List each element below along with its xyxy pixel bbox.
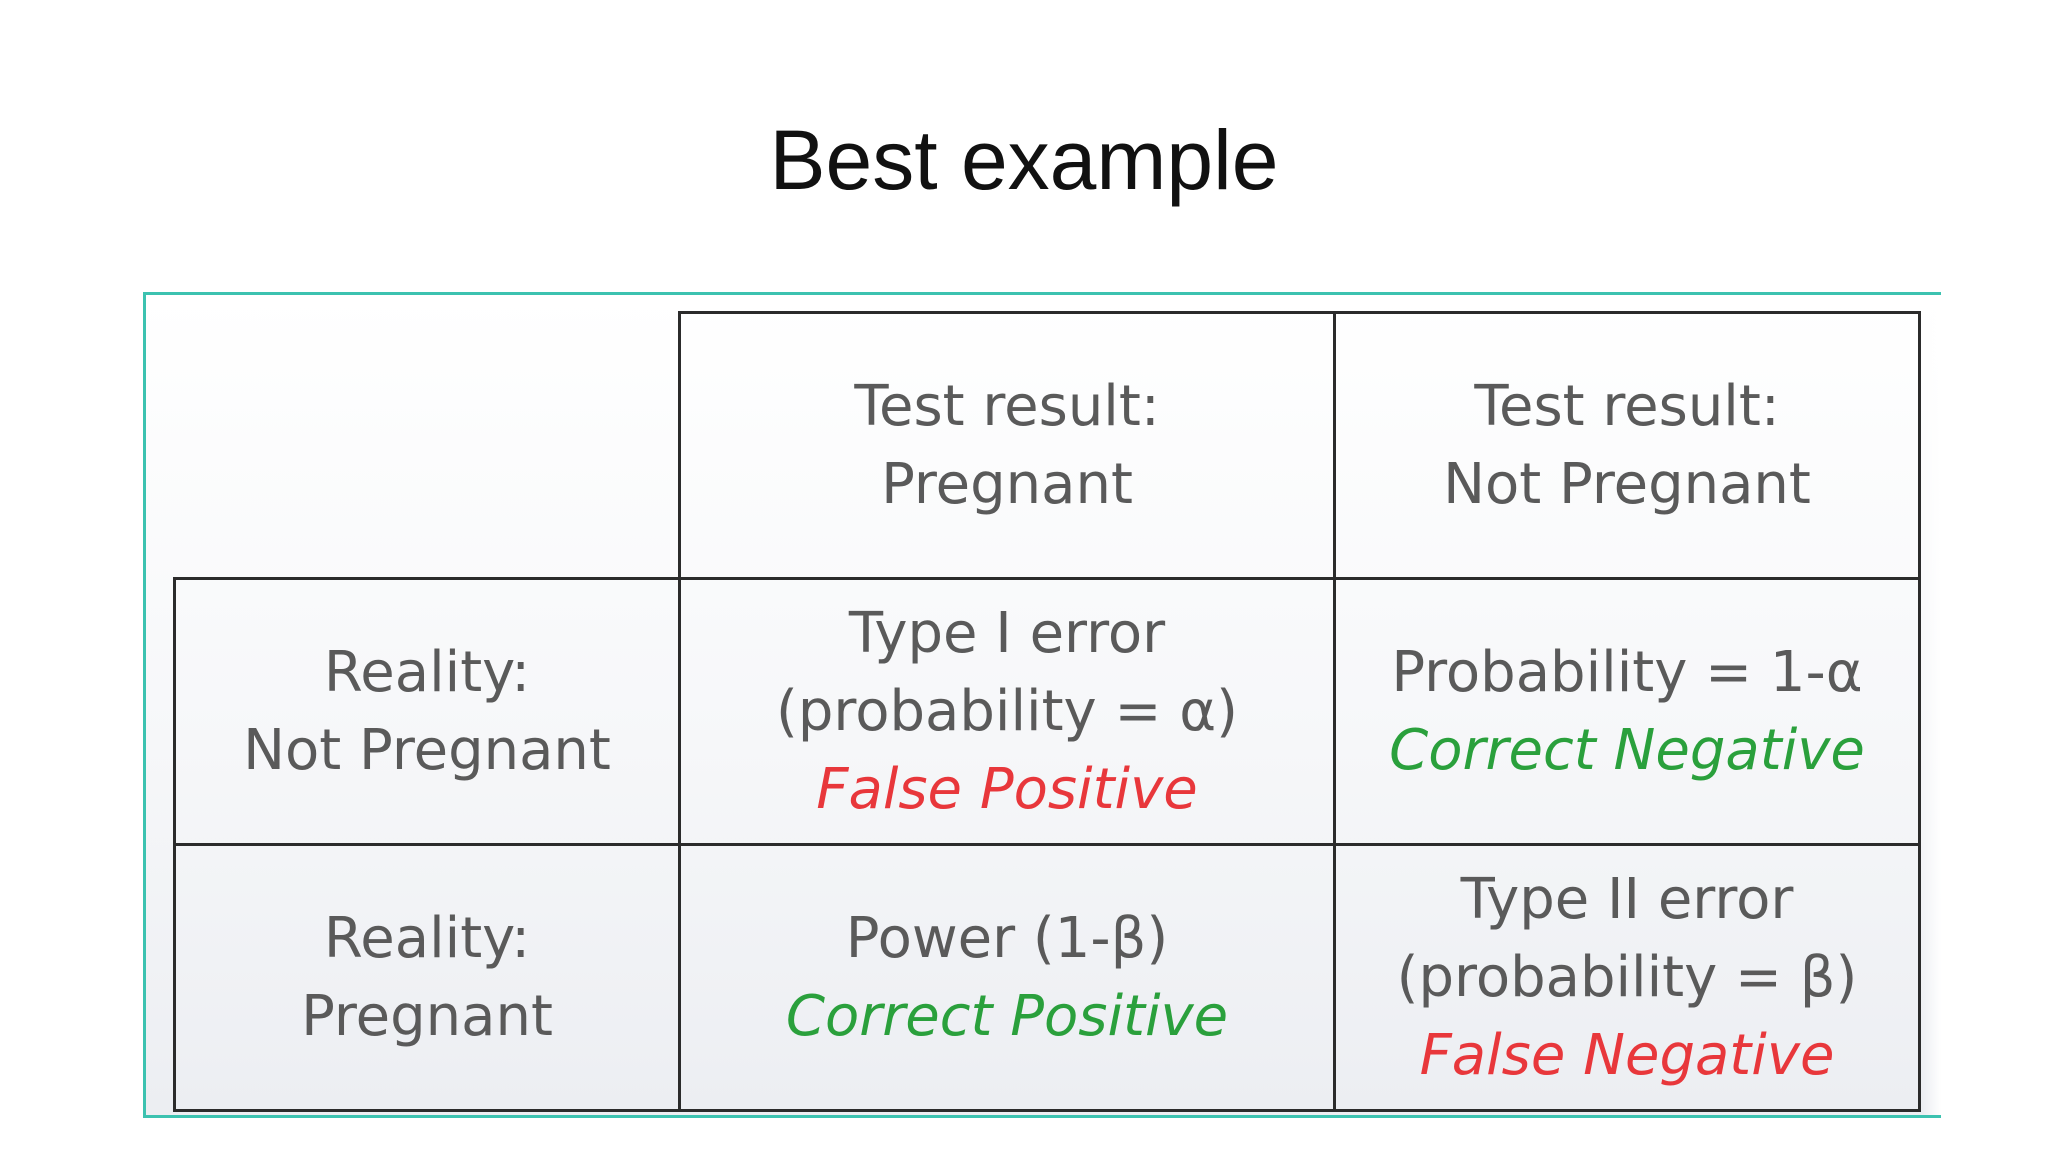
row-label-not-pregnant: Reality: Not Pregnant [173, 577, 681, 846]
cell-line: Power (1-β) [845, 905, 1169, 971]
cell-type-2-error: Type II error (probability = β) False Ne… [1333, 843, 1921, 1112]
cell-line: Type II error [1460, 866, 1794, 932]
cell-power: Power (1-β) Correct Positive [678, 843, 1336, 1112]
row-label-line: Not Pregnant [243, 717, 611, 783]
header-row: Test result: Pregnant Test result: Not P… [174, 311, 1921, 580]
header-line: Test result: [1474, 373, 1780, 439]
image-edge-fade [1923, 295, 1941, 1115]
confusion-matrix-image: Test result: Pregnant Test result: Not P… [143, 292, 1941, 1118]
header-line: Test result: [854, 373, 1160, 439]
row-label-line: Reality: [323, 905, 531, 971]
cell-type-1-error: Type I error (probability = α) False Pos… [678, 577, 1336, 846]
outcome-correct-negative: Correct Negative [1389, 717, 1865, 783]
outcome-false-negative: False Negative [1419, 1022, 1835, 1088]
header-test-pregnant: Test result: Pregnant [678, 311, 1336, 580]
row-reality-pregnant: Reality: Pregnant Power (1-β) Correct Po… [173, 843, 1921, 1112]
cell-line: Probability = 1-α [1391, 639, 1863, 705]
row-label-line: Pregnant [301, 983, 553, 1049]
row-reality-not-pregnant: Reality: Not Pregnant Type I error (prob… [173, 577, 1921, 846]
slide-title: Best example [769, 113, 1279, 207]
header-line: Pregnant [881, 451, 1133, 517]
cell-line: Type I error [848, 600, 1166, 666]
row-label-pregnant: Reality: Pregnant [173, 843, 681, 1112]
cell-line: (probability = α) [776, 678, 1238, 744]
cell-line: (probability = β) [1396, 944, 1858, 1010]
outcome-false-positive: False Positive [816, 756, 1198, 822]
cell-correct-negative: Probability = 1-α Correct Negative [1333, 577, 1921, 846]
confusion-matrix-table: Test result: Pregnant Test result: Not P… [173, 311, 1921, 1112]
header-line: Not Pregnant [1443, 451, 1811, 517]
outcome-correct-positive: Correct Positive [785, 983, 1229, 1049]
row-label-line: Reality: [323, 639, 531, 705]
header-test-not-pregnant: Test result: Not Pregnant [1333, 311, 1921, 580]
corner-cell [174, 312, 681, 580]
